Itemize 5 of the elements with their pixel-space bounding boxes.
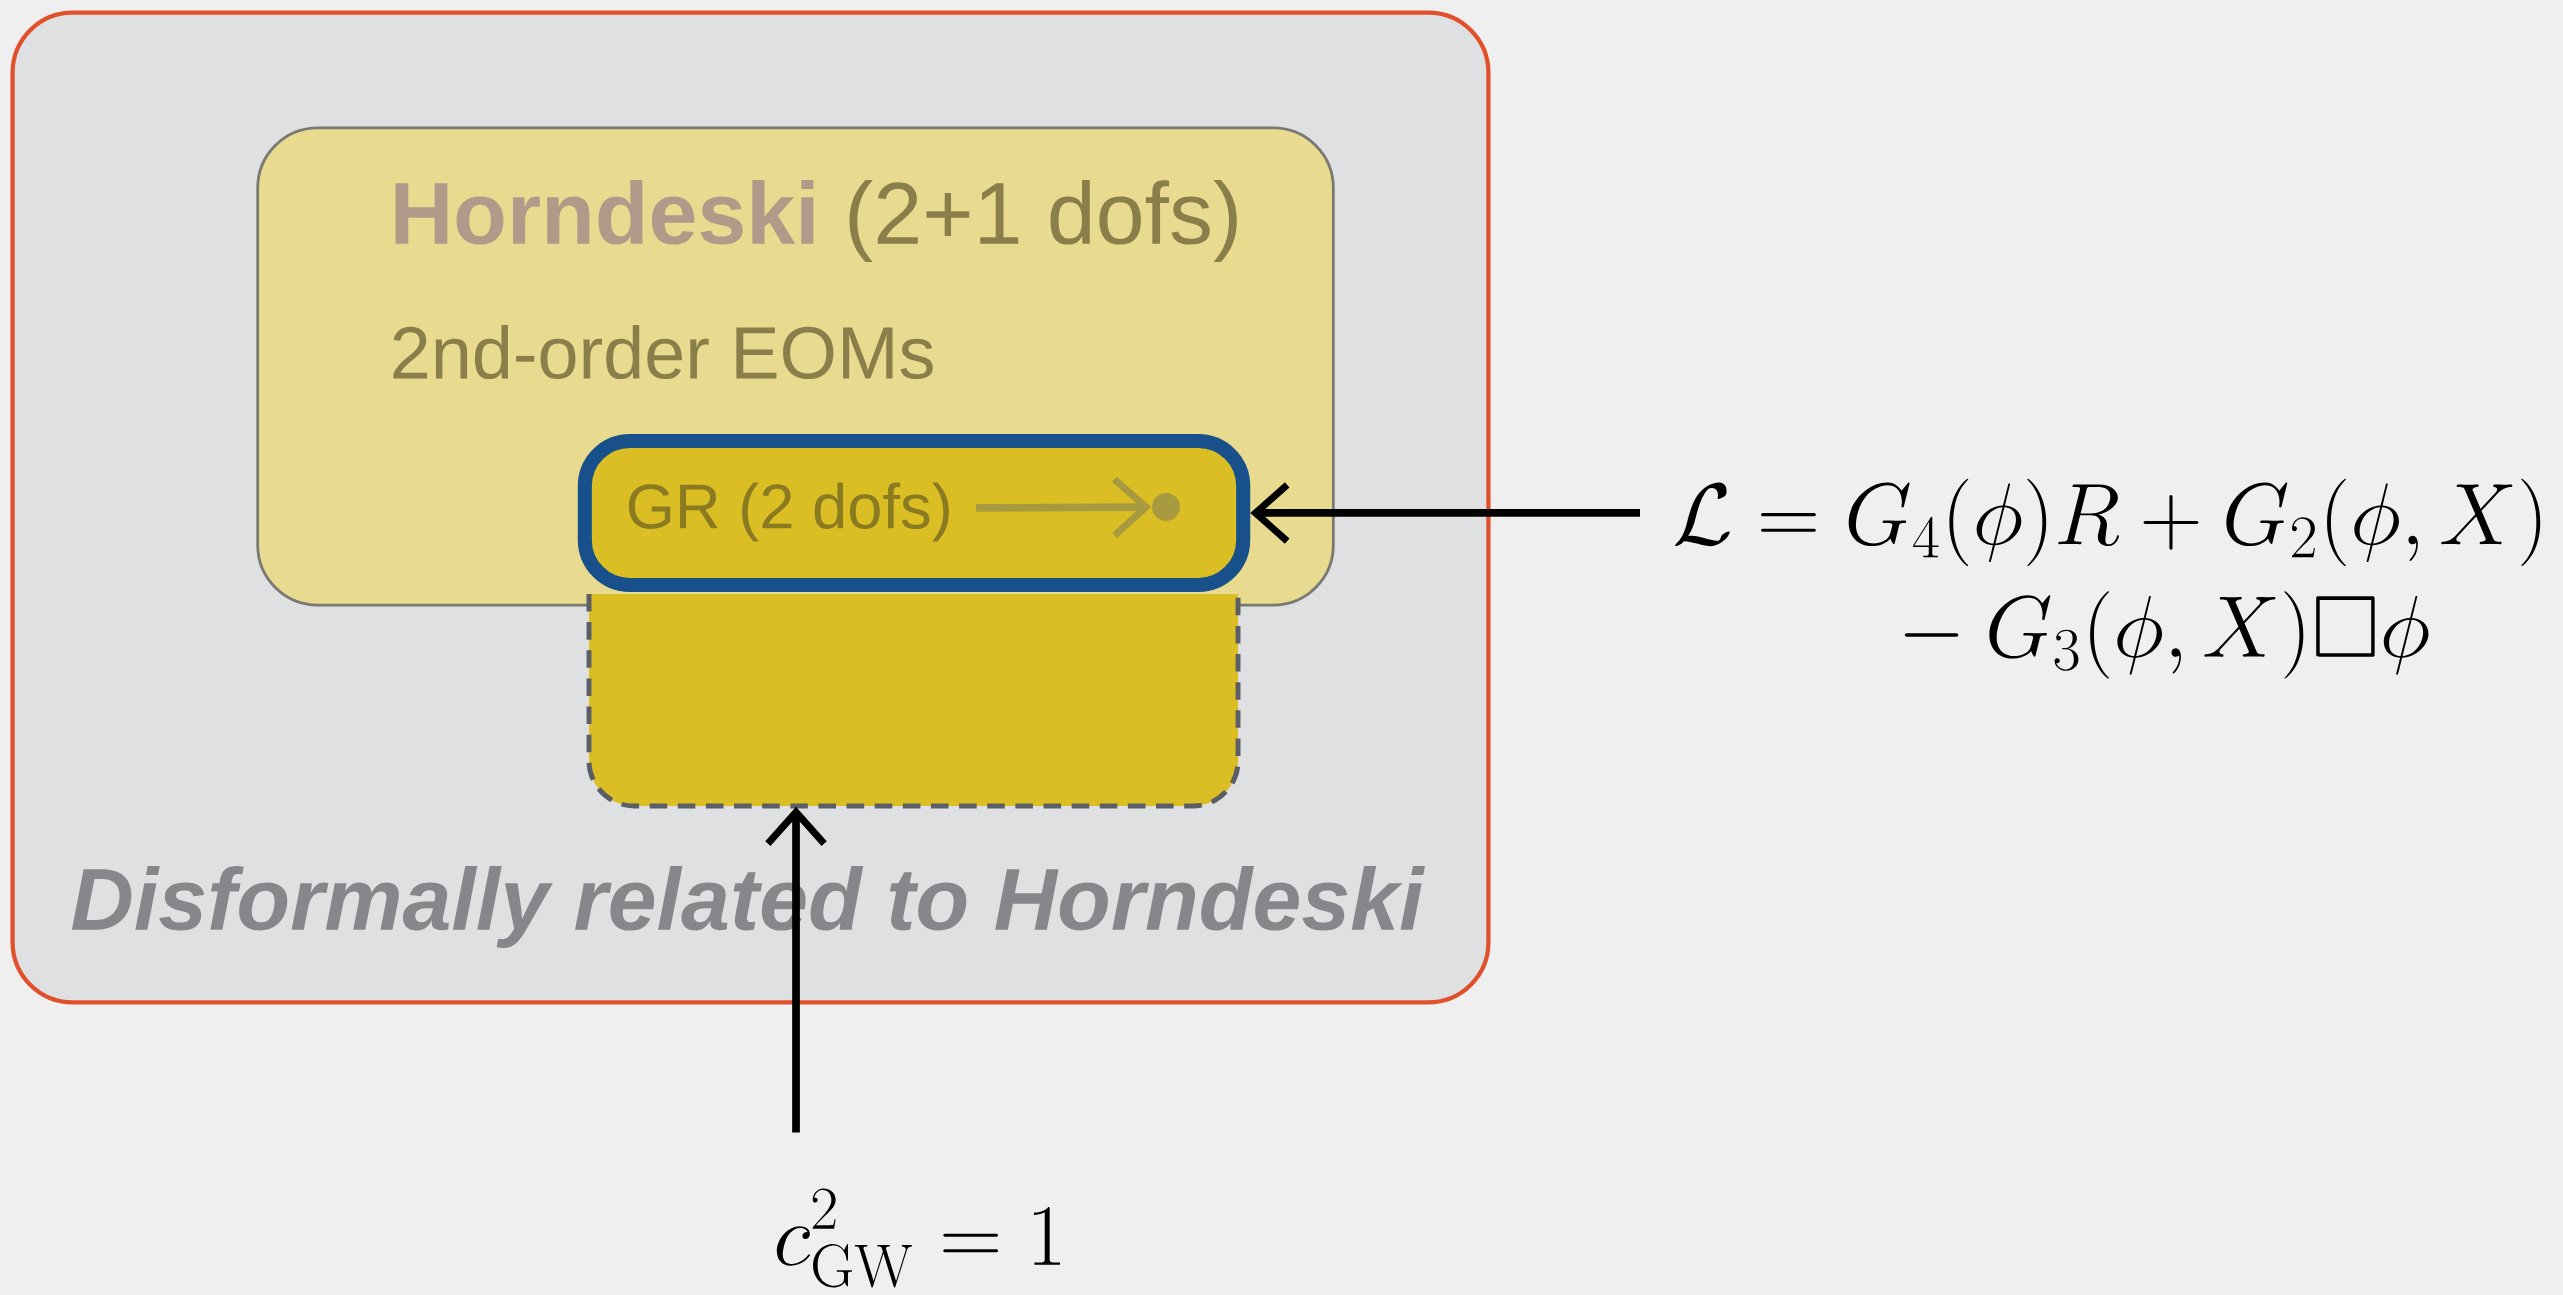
- dashed-box: [586, 594, 1241, 809]
- formula: $\begin{array}{c}\mathcal{L} = G_4(\phi)R + G_2(\phi, X)\\ \quad {}- G_3(\phi, X)\Box\phi\end{array}$: [1675, 478, 2541, 679]
- formula: $c^2_{\mathrm{GW}} = 1$: [776, 1188, 1060, 1288]
- gr-box: GR (2 dofs): [577, 433, 1251, 593]
- dot: [1152, 493, 1180, 521]
